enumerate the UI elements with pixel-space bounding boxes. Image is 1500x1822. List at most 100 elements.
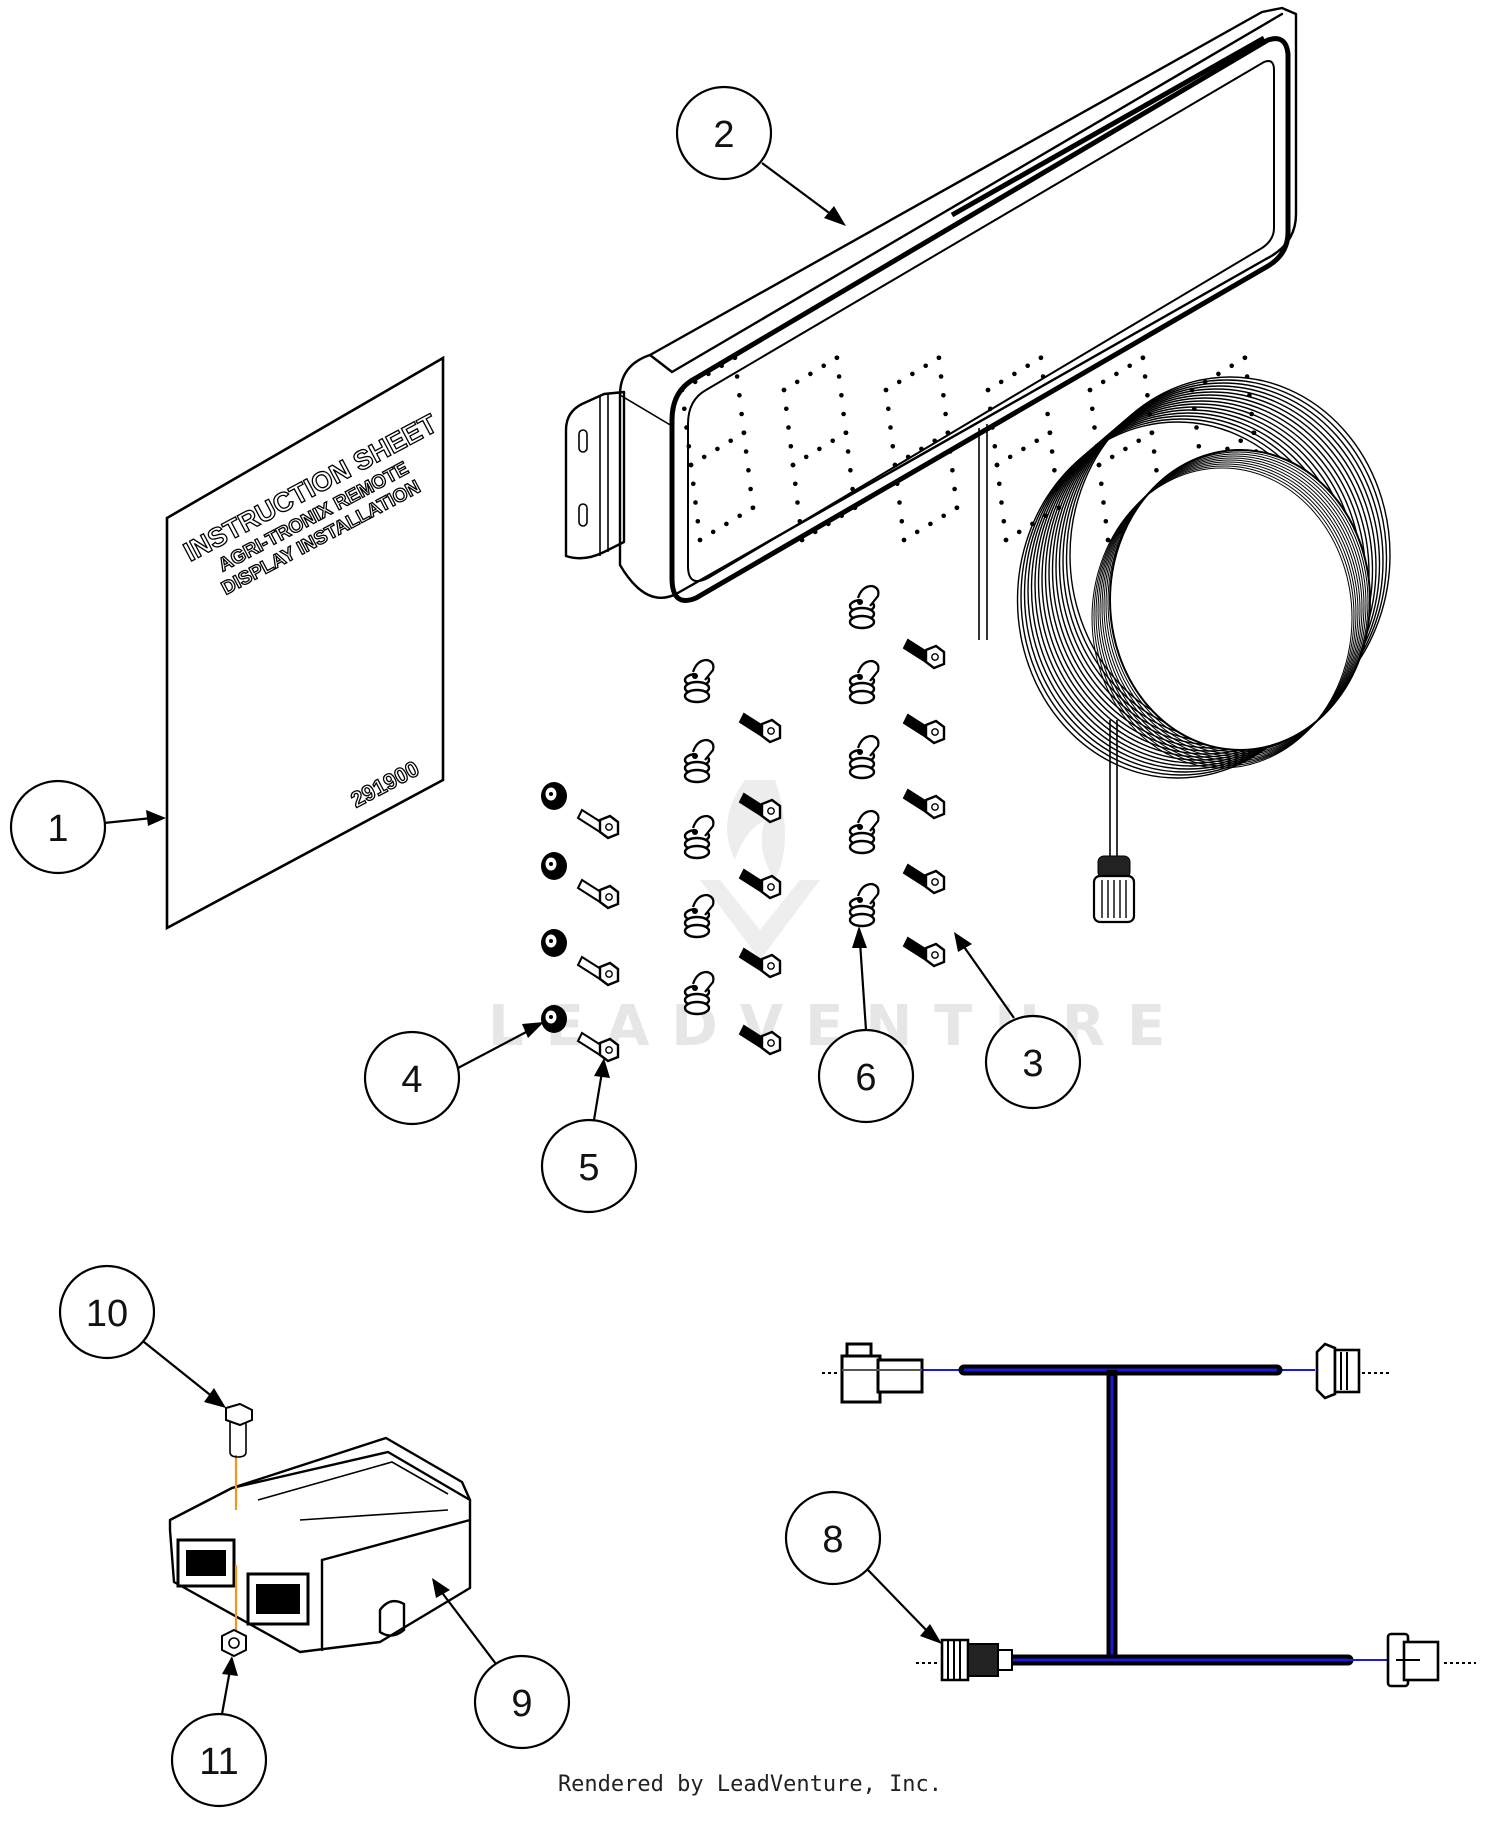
led-dot [826,521,831,527]
bolt[interactable] [576,955,620,987]
led-dot [843,430,849,436]
led-dot [848,468,853,473]
cable-clamp[interactable] [683,893,715,939]
cable-clamp[interactable] [848,659,880,705]
coil-ring [1099,459,1361,761]
led-dot [732,355,738,361]
led-dot [701,454,707,460]
led-dot [790,462,796,468]
callout-10-label: 10 [86,1293,128,1335]
callout-4[interactable]: 4 [363,1022,544,1126]
callout-5[interactable]: 5 [540,1058,638,1214]
screw[interactable] [738,947,782,979]
cable-clamp[interactable] [683,658,715,704]
screw[interactable] [902,713,946,745]
led-dot [715,446,720,452]
led-dot [794,379,800,385]
hex-nut[interactable] [221,1628,247,1658]
bolt[interactable] [576,1031,620,1063]
led-dot [895,481,900,487]
screw[interactable] [902,638,946,670]
led-dot [1127,363,1132,369]
callout-9-label: 9 [511,1683,532,1725]
led-dot [836,374,842,379]
led-dot [1007,454,1013,460]
cable-clamp[interactable] [683,970,715,1016]
led-dot [928,521,933,527]
led-dot [883,387,889,393]
washer[interactable] [541,852,567,880]
hex-bolt[interactable] [225,1402,253,1458]
cable-clamp[interactable] [848,882,880,928]
led-dot [892,462,898,468]
wire-harness[interactable] [822,1342,1476,1688]
callout-6[interactable]: 6 [817,926,915,1124]
screw[interactable] [738,1024,782,1056]
led-dot [1090,406,1095,412]
led-dot [839,513,844,519]
led-dot [830,438,835,444]
callout-8[interactable]: 8 [784,1490,942,1644]
remote-display[interactable] [564,6,1298,640]
led-dot [886,406,891,412]
harness-connector-top-left [822,1342,924,1404]
led-dot [706,371,711,377]
callout-1[interactable]: 1 [9,779,166,875]
led-dot [695,519,701,524]
screw[interactable] [902,863,946,895]
screw[interactable] [902,936,946,968]
callout-1-label: 1 [47,808,68,850]
led-dot [1034,438,1039,444]
cable-clamp[interactable] [683,814,715,860]
cable-clamp[interactable] [848,734,880,780]
led-dot [910,371,915,377]
led-dot [1021,446,1026,452]
cable-clamp[interactable] [848,809,880,855]
led-dot [1136,438,1141,444]
led-dot [1001,519,1007,524]
bolt[interactable] [576,808,620,840]
led-dot [896,379,902,385]
led-dot [914,529,920,535]
led-dot [781,387,787,393]
led-dot [1038,355,1044,361]
screw[interactable] [738,712,782,744]
led-dot [941,393,946,398]
led-dot [686,444,692,449]
callout-3[interactable]: 3 [954,932,1082,1110]
led-dot [799,537,805,543]
instruction-sheet[interactable]: INSTRUCTION SHEET AGRI-TRONIX REMOTE DIS… [165,355,463,931]
cable-coil[interactable] [1016,376,1391,779]
led-dot [941,513,946,519]
led-dot [688,462,694,468]
led-dot [890,444,896,449]
bolt[interactable] [576,878,620,910]
washer[interactable] [541,782,567,810]
cable-clamp[interactable] [848,584,880,630]
callout-2[interactable]: 2 [675,85,846,226]
screw[interactable] [738,792,782,824]
led-dot [737,393,742,398]
washer[interactable] [541,1005,567,1033]
led-dot [1025,363,1030,369]
control-module[interactable] [168,1436,472,1654]
coil-ring [1101,457,1363,759]
harness-connector-bottom-right [1386,1632,1476,1688]
led-dot [1194,425,1199,430]
led-dot [743,449,749,454]
callout-10[interactable]: 10 [58,1264,226,1408]
screw[interactable] [738,868,782,900]
led-dot [943,411,948,417]
led-dot [737,513,742,519]
led-dot [1216,371,1221,377]
led-dot [1101,500,1106,505]
led-dot [952,486,957,492]
cable-clamp[interactable] [683,738,715,784]
washer[interactable] [541,929,567,957]
led-dot [741,430,747,436]
coil-ring [1105,453,1367,755]
screw[interactable] [902,788,946,820]
callout-9[interactable]: 9 [432,1578,571,1750]
led-dot [897,500,902,505]
callout-11[interactable]: 11 [170,1656,268,1808]
